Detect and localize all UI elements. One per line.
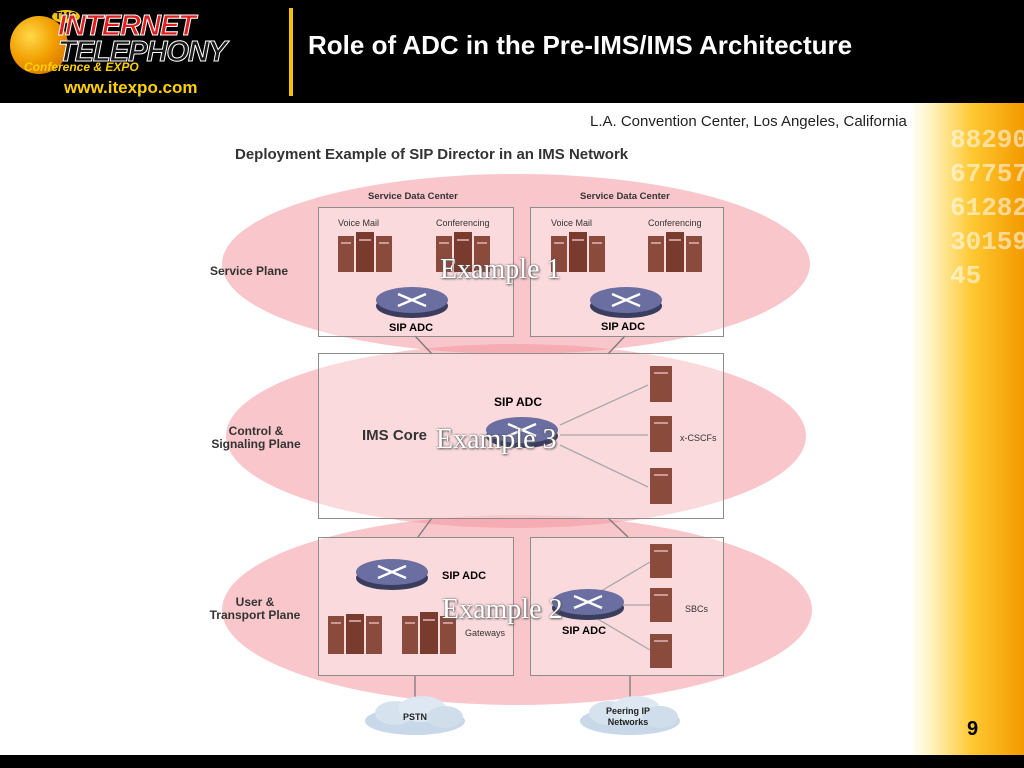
header-divider <box>289 8 293 96</box>
header-bar: TMC INTERNET TELEPHONY Conference & EXPO… <box>0 0 1024 103</box>
router-icon <box>376 287 448 318</box>
pstn-cloud-icon <box>365 696 465 735</box>
ims-core-label: IMS Core <box>362 427 428 444</box>
service-dc-right-title: Service Data Center <box>580 191 670 202</box>
user-plane-label: User &Transport Plane <box>209 595 301 622</box>
sip-adc-right-label: SIP ADC <box>601 321 646 333</box>
x-cscf-servers <box>650 366 672 504</box>
sbcs-label: SBCs <box>685 604 709 614</box>
sbc-servers <box>650 544 672 668</box>
router-icon <box>486 417 558 448</box>
pstn-label: PSTN <box>402 712 427 722</box>
example-2-label: Example 2 <box>442 594 563 625</box>
logo-tmc: TMC <box>52 10 80 23</box>
conferencing-left-label: Conferencing <box>436 218 490 228</box>
sip-adc-user-right-label: SIP ADC <box>562 625 607 637</box>
peering-cloud-icon <box>580 696 680 735</box>
decorative-band: 8829067757612823015945 <box>910 103 1024 755</box>
sip-adc-control-label: SIP ADC <box>494 395 543 409</box>
gateway-servers <box>328 612 456 654</box>
service-plane-label: Service Plane <box>210 264 289 278</box>
conferencing-right-label: Conferencing <box>648 218 702 228</box>
logo-line1: INTERNET <box>58 10 197 43</box>
x-cscfs-label: x-CSCFs <box>680 433 717 443</box>
sip-adc-user-left-label: SIP ADC <box>442 570 487 582</box>
band-digits: 8829067757612823015945 <box>950 125 1024 291</box>
logo-url: www.itexpo.com <box>64 78 198 97</box>
router-icon <box>590 287 662 318</box>
itexpo-logo: TMC INTERNET TELEPHONY Conference & EXPO… <box>6 6 276 98</box>
gateways-label: Gateways <box>465 628 506 638</box>
service-plane-ellipse <box>222 174 810 354</box>
globe-icon <box>10 16 68 74</box>
page-number: 9 <box>967 718 979 740</box>
logo-line3: Conference & EXPO <box>24 60 139 74</box>
voice-mail-right-label: Voice Mail <box>551 218 593 228</box>
logo-line2: TELEPHONY <box>57 36 227 69</box>
bottom-bar <box>0 755 1024 768</box>
example-1-label: Example 1 <box>440 254 561 285</box>
voice-mail-left-servers <box>338 232 392 272</box>
control-plane-label: Control &Signaling Plane <box>211 424 301 451</box>
voice-mail-left-label: Voice Mail <box>338 218 380 228</box>
conferencing-right-servers <box>648 232 702 272</box>
slide-title: Role of ADC in the Pre-IMS/IMS Architect… <box>308 30 853 60</box>
voice-mail-right-servers <box>551 232 605 272</box>
conferencing-left-servers <box>436 232 490 272</box>
sip-adc-left-label: SIP ADC <box>389 322 434 334</box>
diagram-title: Deployment Example of SIP Director in an… <box>235 146 629 163</box>
service-dc-left-title: Service Data Center <box>368 191 458 202</box>
router-icon <box>356 559 428 590</box>
router-icon <box>552 589 624 620</box>
example-3-label: Example 3 <box>436 424 557 455</box>
location-text: L.A. Convention Center, Los Angeles, Cal… <box>590 113 907 130</box>
user-plane-ellipse <box>222 515 812 705</box>
